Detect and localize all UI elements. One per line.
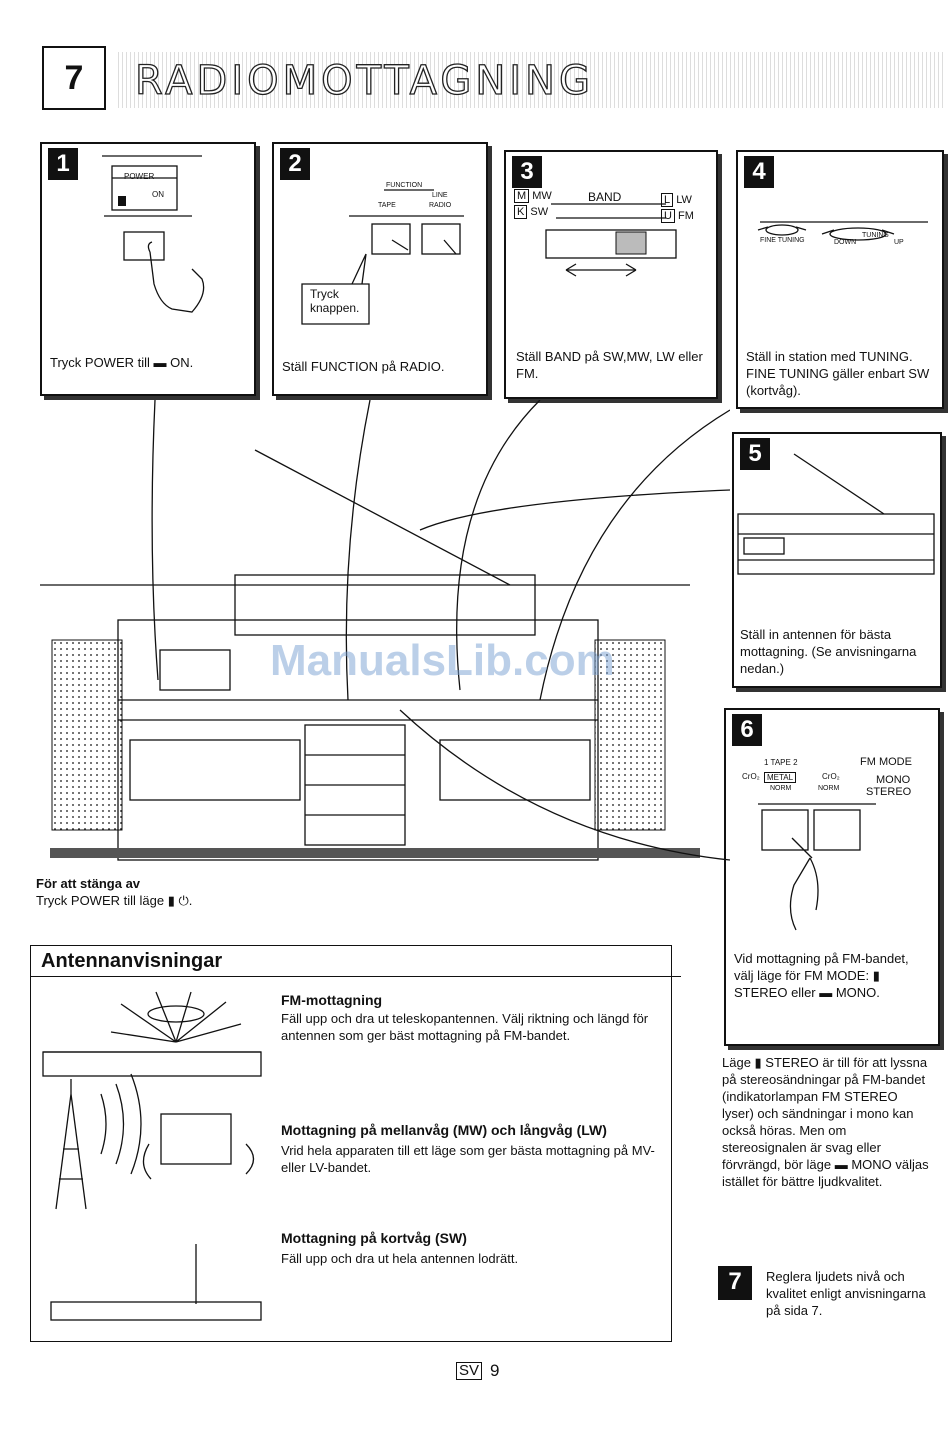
section-number: 7: [42, 46, 106, 110]
on-label: ON: [152, 190, 164, 199]
antenna-instructions-box: Antennanvisningar FM-mottagning Fäll upp…: [30, 945, 681, 1342]
step-2-badge: 2: [280, 148, 310, 180]
step-5-badge: 5: [740, 438, 770, 470]
step-4-caption: Ställ in station med TUNING. FINE TUNING…: [746, 349, 930, 398]
step-4-badge: 4: [744, 156, 774, 188]
sw-antenna-title: Mottagning på kortvåg (SW): [281, 1230, 467, 1246]
radio-label: RADIO: [429, 202, 452, 209]
fine-tuning-label: FINE TUNING: [760, 237, 805, 244]
stereo-label: STEREO: [866, 786, 912, 798]
fm-antenna-text: Fäll upp och dra ut teleskopantennen. Vä…: [281, 1011, 649, 1043]
step-4-panel: 4 FINE TUNING TUNING DOWN UP Ställ in st…: [736, 150, 944, 409]
step-1-caption: Tryck POWER till ▬ ON.: [50, 355, 194, 370]
footer-page-number: 9: [490, 1361, 500, 1380]
step-3-caption: Ställ BAND på SW,MW, LW eller FM.: [516, 349, 703, 381]
footer-language: SV: [456, 1362, 483, 1380]
band-sw: K SW: [514, 205, 548, 219]
step-3-badge: 3: [512, 156, 542, 188]
step-5-caption: Ställ in antennen för bästa mottagning. …: [740, 627, 917, 676]
antenna-radio-illustration: [737, 453, 935, 575]
step-5-panel: 5 Ställ in antennen för bästa mottagning…: [732, 432, 942, 688]
tape-label: TAPE: [378, 202, 396, 209]
step-3-panel: 3 M MW K SW BAND L LW U FM Ställ BAND på…: [504, 150, 718, 399]
step-1-badge: 1: [48, 148, 78, 180]
function-label: FUNCTION: [386, 182, 423, 189]
mw-lw-antenna-title: Mottagning på mellanvåg (MW) och långvåg…: [281, 1122, 607, 1138]
watermark: ManualsLib.com: [270, 636, 615, 685]
tuning-label: TUNING: [862, 232, 889, 239]
fm-mode-label: FM MODE: [860, 756, 912, 768]
norm-label-1: NORM: [770, 785, 792, 792]
step-2-caption: Ställ FUNCTION på RADIO.: [282, 359, 445, 374]
mw-lw-antenna-text: Vrid hela apparaten till ett läge som ge…: [281, 1143, 655, 1175]
fm-mode-switch-illustration: [758, 803, 876, 931]
antenna-heading: Antennanvisningar: [31, 946, 681, 977]
band-selector-illustration: [545, 203, 677, 277]
cro2-label-right: CrO₂: [822, 772, 840, 781]
band-mw: M MW: [514, 189, 552, 203]
fm-antenna-title: FM-mottagning: [281, 992, 383, 1008]
band-label: BAND: [588, 190, 622, 204]
up-label: UP: [894, 239, 904, 246]
norm-label-2: NORM: [818, 785, 840, 792]
off-note-text: Tryck POWER till läge ▮ ⏻.: [36, 893, 193, 908]
power-button-illustration: [102, 155, 205, 313]
down-label: DOWN: [834, 239, 857, 246]
step-6-caption: Vid mottagning på FM-bandet, välj läge f…: [734, 951, 909, 1000]
band-lw: L LW: [661, 193, 692, 207]
sw-antenna-text: Fäll upp och dra ut hela antennen lodrät…: [281, 1251, 519, 1266]
metal-label: METAL: [764, 772, 797, 783]
cro2-label-left: CrO₂: [742, 772, 760, 781]
step-1-panel: 1 POWER ON Tryck POWER till ▬ ON.: [40, 142, 256, 396]
line-label: LINE: [432, 192, 448, 199]
step-6-badge: 6: [732, 714, 762, 746]
speech-bubble-text: Tryck knappen.: [310, 287, 360, 315]
step-7-badge: 7: [718, 1266, 752, 1300]
function-switch-illustration: [301, 189, 464, 325]
power-label: POWER: [124, 172, 155, 181]
section-title-bar: RADIOMOTTAGNING: [115, 52, 945, 108]
antenna-illustrations: [42, 991, 262, 1321]
stereo-note: Läge ▮ STEREO är till för att lyssna på …: [722, 1055, 929, 1189]
tape-selector-labels: 1 TAPE 2: [764, 758, 798, 767]
step-6-panel: 6 1 TAPE 2 CrO₂ METAL CrO₂ NORM NORM FM …: [724, 708, 940, 1046]
band-fm: U FM: [661, 209, 694, 223]
off-note-title: För att stänga av: [36, 876, 141, 891]
radio-cassette-illustration: [40, 400, 730, 861]
step-7-text: Reglera ljudets nivå och kvalitet enligt…: [766, 1269, 926, 1318]
step-2-panel: 2 FUNCTION TAPE LINE RADIO Tryck knappen…: [272, 142, 488, 396]
mono-label: MONO: [876, 774, 911, 786]
section-title: RADIOMOTTAGNING: [134, 57, 594, 104]
tuning-dial-illustration: [757, 221, 928, 241]
